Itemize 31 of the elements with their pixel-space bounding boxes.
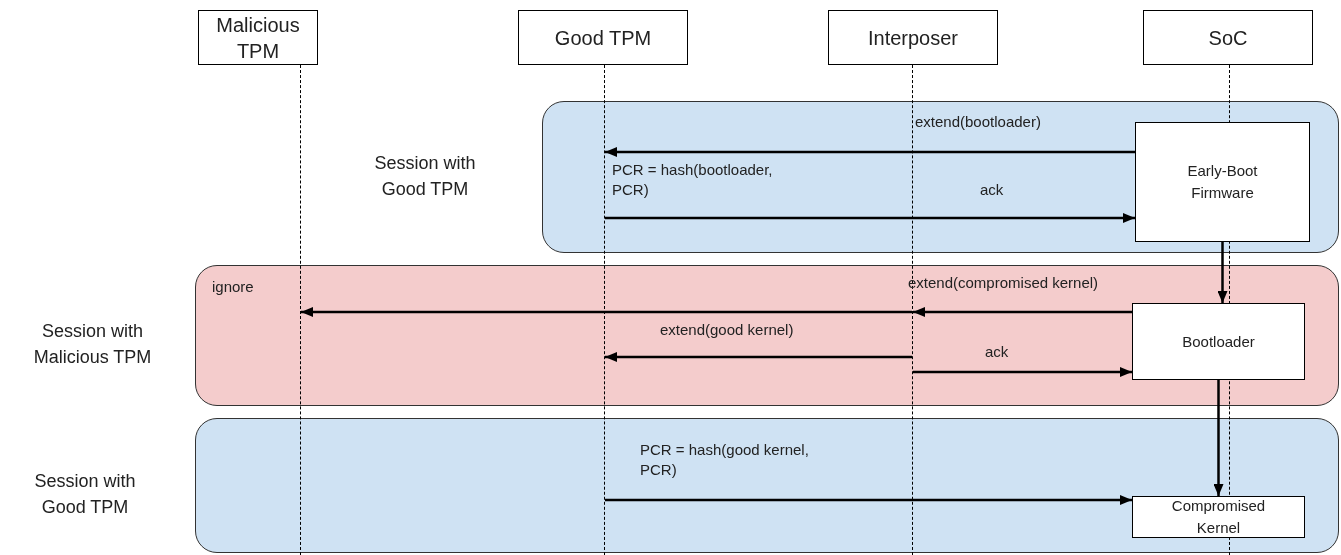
arrow bbox=[913, 307, 1132, 317]
arrow bbox=[1217, 242, 1228, 303]
edge-label: ack bbox=[985, 342, 1010, 362]
arrow bbox=[301, 307, 912, 317]
participant-box: Malicious TPM bbox=[198, 10, 318, 65]
arrow bbox=[1213, 380, 1224, 496]
lifeline bbox=[1229, 65, 1230, 555]
arrow bbox=[605, 147, 1135, 157]
lifeline bbox=[604, 65, 605, 555]
lifeline bbox=[300, 65, 301, 555]
session-label: Session with Good TPM bbox=[33, 470, 137, 519]
edge-label: extend(compromised kernel) bbox=[908, 273, 1100, 293]
session-label: Session with Good TPM bbox=[373, 152, 477, 201]
session-label: Session with Malicious TPM bbox=[32, 320, 153, 369]
edge-label: extend(bootloader) bbox=[915, 112, 1042, 132]
edge-label: PCR = hash(good kernel, PCR) bbox=[640, 440, 810, 480]
arrow bbox=[913, 367, 1132, 377]
participant-box: SoC bbox=[1143, 10, 1313, 65]
arrow bbox=[605, 213, 1135, 223]
edge-label: ack bbox=[980, 180, 1005, 200]
process-box: Compromised Kernel bbox=[1132, 496, 1305, 538]
note-text: ignore bbox=[212, 277, 255, 297]
process-box: Bootloader bbox=[1132, 303, 1305, 380]
participant-box: Interposer bbox=[828, 10, 998, 65]
arrow bbox=[605, 352, 912, 362]
edge-label: extend(good kernel) bbox=[660, 320, 795, 340]
arrow bbox=[605, 495, 1132, 505]
note-text: PCR = hash(bootloader, PCR) bbox=[612, 160, 774, 200]
lifeline bbox=[912, 65, 913, 555]
participant-box: Good TPM bbox=[518, 10, 688, 65]
process-box: Early-Boot Firmware bbox=[1135, 122, 1310, 242]
